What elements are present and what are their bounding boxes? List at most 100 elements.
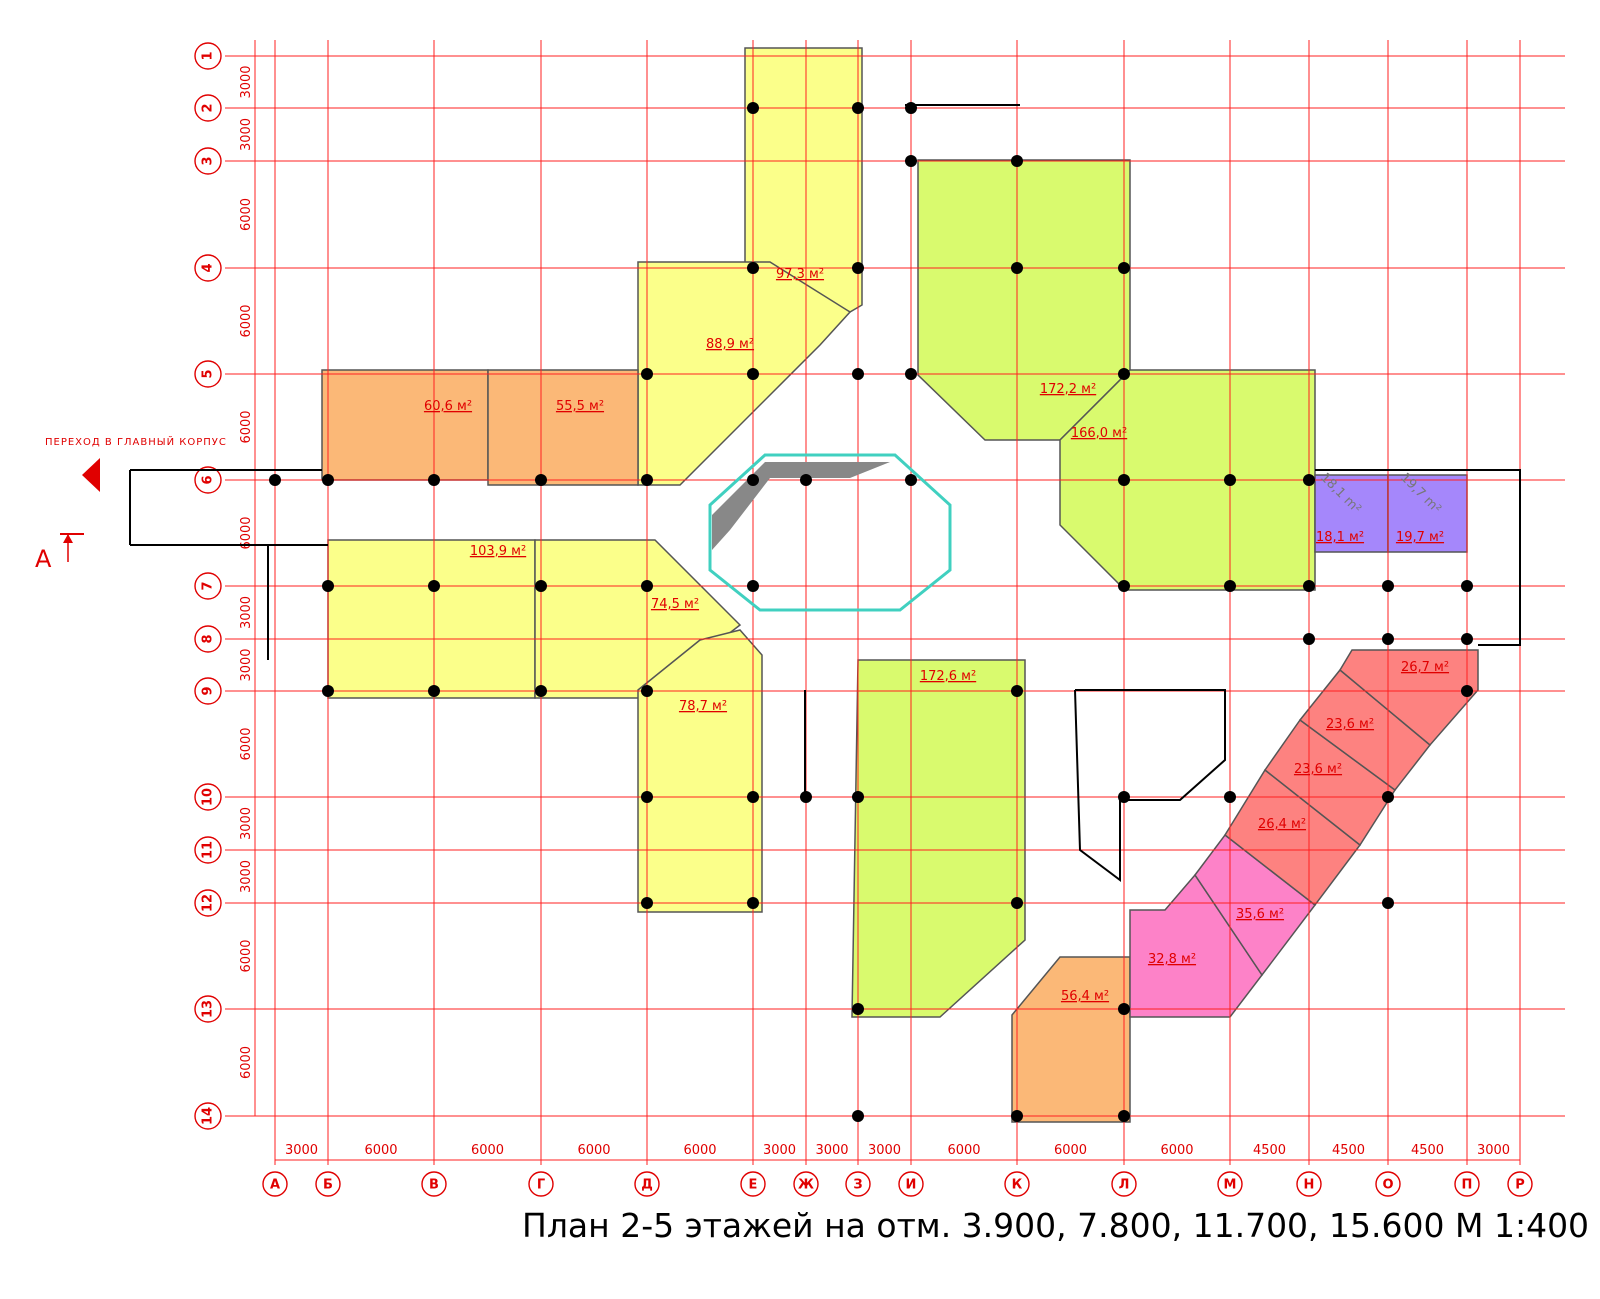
axis-bubble bbox=[634, 1171, 660, 1197]
column bbox=[1118, 1110, 1130, 1122]
axis-bubble bbox=[194, 572, 222, 600]
room-area-label: 166,0 м² bbox=[1071, 426, 1127, 441]
axis-bubble bbox=[194, 147, 222, 175]
dimension-label: 6000 bbox=[239, 198, 254, 231]
column bbox=[852, 368, 864, 380]
axis-bubble bbox=[194, 995, 222, 1023]
dimension-label: 3000 bbox=[763, 1143, 796, 1158]
column bbox=[1461, 580, 1473, 592]
axis-label: Б bbox=[323, 1178, 333, 1193]
axis-label: 3 bbox=[201, 156, 216, 165]
axis-bubble bbox=[194, 94, 222, 122]
axis-bubble bbox=[194, 466, 222, 494]
room-area-label: 55,5 м² bbox=[556, 399, 604, 414]
column bbox=[1382, 791, 1394, 803]
column bbox=[1382, 897, 1394, 909]
room-area-label: 35,6 м² bbox=[1236, 907, 1284, 922]
axis-label: Н bbox=[1304, 1178, 1315, 1193]
axis-bubble bbox=[194, 783, 222, 811]
dimension-label: 3000 bbox=[239, 65, 254, 98]
dimension-label: 3000 bbox=[239, 860, 254, 893]
room bbox=[851, 659, 1026, 1018]
axis-label: 10 bbox=[201, 788, 216, 806]
dimension-label: 6000 bbox=[239, 727, 254, 760]
axis-bubble bbox=[793, 1171, 819, 1197]
column bbox=[1224, 474, 1236, 486]
column bbox=[747, 897, 759, 909]
dimension-label: 3000 bbox=[815, 1143, 848, 1158]
column bbox=[1011, 897, 1023, 909]
axis-bubble bbox=[194, 1102, 222, 1130]
dimension-label: 6000 bbox=[1054, 1143, 1087, 1158]
column bbox=[747, 262, 759, 274]
column bbox=[905, 102, 917, 114]
dimension-label: 6000 bbox=[239, 516, 254, 549]
column bbox=[641, 474, 653, 486]
axis-label: Л bbox=[1119, 1178, 1130, 1193]
rooms-layer bbox=[321, 47, 1479, 1123]
column bbox=[535, 580, 547, 592]
column bbox=[1224, 580, 1236, 592]
dimension-label: 4500 bbox=[1332, 1143, 1365, 1158]
column bbox=[1011, 1110, 1023, 1122]
room-area-label: 88,9 м² bbox=[706, 337, 754, 352]
section-arrow-icon bbox=[60, 533, 84, 562]
dimension-label: 6000 bbox=[577, 1143, 610, 1158]
dimension-label: 3000 bbox=[868, 1143, 901, 1158]
axis-label: 4 bbox=[201, 263, 216, 272]
room-area-label: 103,9 м² bbox=[470, 544, 526, 559]
axis-label: Д bbox=[641, 1178, 653, 1193]
column bbox=[641, 368, 653, 380]
column bbox=[428, 685, 440, 697]
axis-label: 11 bbox=[201, 841, 216, 859]
columns-layer bbox=[269, 102, 1473, 1122]
column bbox=[747, 102, 759, 114]
axis-bubble bbox=[421, 1171, 447, 1197]
column bbox=[800, 791, 812, 803]
column bbox=[800, 474, 812, 486]
column bbox=[1303, 474, 1315, 486]
column bbox=[1224, 791, 1236, 803]
axis-label: 1 bbox=[201, 51, 216, 60]
axis-bubble bbox=[528, 1171, 554, 1197]
axis-label: Ж bbox=[798, 1178, 814, 1193]
column bbox=[852, 102, 864, 114]
column bbox=[1118, 791, 1130, 803]
column bbox=[428, 580, 440, 592]
axis-label: Р bbox=[1515, 1178, 1525, 1193]
axis-bubble bbox=[898, 1171, 924, 1197]
column bbox=[1118, 580, 1130, 592]
dimension-label: 3000 bbox=[239, 596, 254, 629]
dimension-label: 4500 bbox=[1253, 1143, 1286, 1158]
column bbox=[1303, 580, 1315, 592]
axis-label: Г bbox=[537, 1178, 545, 1193]
dimension-label: 4500 bbox=[1411, 1143, 1444, 1158]
column bbox=[641, 685, 653, 697]
room-area-label: 172,6 м² bbox=[920, 669, 976, 684]
axis-label: З bbox=[853, 1178, 862, 1193]
column bbox=[1011, 262, 1023, 274]
axis-bubble bbox=[194, 360, 222, 388]
column bbox=[747, 580, 759, 592]
axis-bubble bbox=[315, 1171, 341, 1197]
axis-bubble bbox=[262, 1171, 288, 1197]
axis-label: Е bbox=[749, 1178, 758, 1193]
axis-bubble bbox=[1217, 1171, 1243, 1197]
column bbox=[852, 1110, 864, 1122]
axis-bubble bbox=[1375, 1171, 1401, 1197]
room-area-label: 26,4 м² bbox=[1258, 817, 1306, 832]
room bbox=[637, 629, 763, 913]
room-area-label: 60,6 м² bbox=[424, 399, 472, 414]
column bbox=[1382, 633, 1394, 645]
room bbox=[917, 159, 1131, 441]
column bbox=[535, 474, 547, 486]
column bbox=[535, 685, 547, 697]
room bbox=[327, 539, 536, 699]
room-area-label: 74,5 м² bbox=[651, 597, 699, 612]
column bbox=[747, 474, 759, 486]
column bbox=[322, 685, 334, 697]
axis-bubble bbox=[194, 889, 222, 917]
room bbox=[321, 369, 489, 481]
room-area-label: 23,6 м² bbox=[1326, 717, 1374, 732]
